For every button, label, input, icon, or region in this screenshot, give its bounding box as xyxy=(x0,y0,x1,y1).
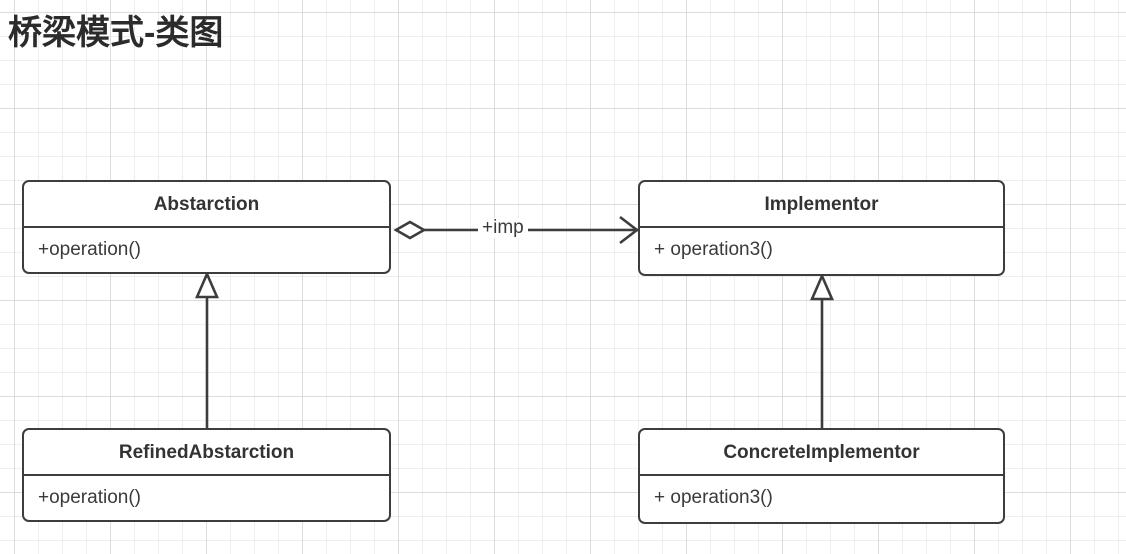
edge-label-imp: +imp xyxy=(478,218,528,238)
class-box-concrete-implementor[interactable]: ConcreteImplementor + operation3() xyxy=(638,428,1005,524)
class-name-concrete-implementor: ConcreteImplementor xyxy=(640,430,1003,476)
class-members-implementor: + operation3() xyxy=(640,228,1003,262)
class-members-refined-abstraction: +operation() xyxy=(24,476,389,510)
relationship-generalization-refined-abstraction xyxy=(195,270,219,428)
class-box-abstraction[interactable]: Abstarction +operation() xyxy=(22,180,391,274)
page-title: 桥梁模式-类图 xyxy=(8,14,224,52)
class-member: + operation3() xyxy=(654,239,773,260)
class-members-abstraction: +operation() xyxy=(24,228,389,262)
class-name-abstraction: Abstarction xyxy=(24,182,389,228)
class-member: + operation3() xyxy=(654,487,773,508)
class-box-implementor[interactable]: Implementor + operation3() xyxy=(638,180,1005,276)
class-member: +operation() xyxy=(38,239,141,260)
class-name-implementor: Implementor xyxy=(640,182,1003,228)
class-members-concrete-implementor: + operation3() xyxy=(640,476,1003,510)
class-name-refined-abstraction: RefinedAbstarction xyxy=(24,430,389,476)
class-member: +operation() xyxy=(38,487,141,508)
relationship-generalization-concrete-implementor xyxy=(810,272,834,428)
open-arrow-icon xyxy=(619,215,640,245)
class-box-refined-abstraction[interactable]: RefinedAbstarction +operation() xyxy=(22,428,391,522)
hollow-triangle-icon xyxy=(195,270,219,299)
hollow-diamond-icon xyxy=(393,220,427,240)
hollow-triangle-icon xyxy=(810,272,834,301)
